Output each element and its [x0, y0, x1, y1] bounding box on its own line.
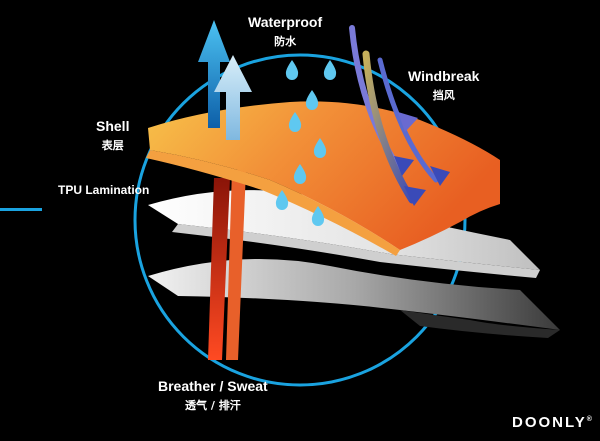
windbreak-label-en: Windbreak — [408, 68, 480, 84]
brand-name: DOONLY — [512, 414, 587, 431]
water-drop-icon — [288, 112, 302, 132]
water-drops — [275, 60, 337, 226]
breather-label-zh: 透气 / 排汗 — [185, 399, 241, 412]
windbreak-arrow-icon — [349, 25, 450, 206]
windbreak-label: Windbreak 挡风 — [408, 68, 479, 103]
brand-mark: ® — [586, 416, 592, 423]
water-drop-icon — [313, 138, 327, 158]
tpu-label: TPU Lamination — [58, 183, 149, 197]
sweat-arrow-icon — [208, 170, 246, 360]
water-drop-icon — [311, 206, 325, 226]
brand-logo: DOONLY® — [512, 414, 592, 431]
waterproof-arrow-icon — [198, 20, 252, 140]
shell-label-en: Shell — [96, 118, 130, 134]
shell-label: Shell 表层 — [96, 118, 129, 153]
breather-label-en: Breather / Sweat — [158, 378, 268, 394]
tpu-layer — [148, 190, 540, 278]
windbreak-label-zh: 挡风 — [432, 89, 455, 102]
water-drop-icon — [293, 164, 307, 184]
water-drop-icon — [323, 60, 337, 80]
ring-outline — [133, 53, 467, 387]
breather-label: Breather / Sweat 透气 / 排汗 — [158, 378, 268, 413]
waterproof-label: Waterproof 防水 — [248, 14, 322, 49]
water-drop-icon — [285, 60, 299, 80]
waterproof-label-en: Waterproof — [248, 14, 323, 30]
shell-label-zh: 表层 — [101, 139, 124, 152]
tpu-label-en: TPU Lamination — [58, 183, 150, 197]
water-drop-icon — [305, 90, 319, 110]
accent-line — [0, 208, 42, 211]
waterproof-label-zh: 防水 — [274, 35, 297, 48]
water-drop-icon — [275, 190, 289, 210]
bottom-layer — [148, 258, 560, 338]
